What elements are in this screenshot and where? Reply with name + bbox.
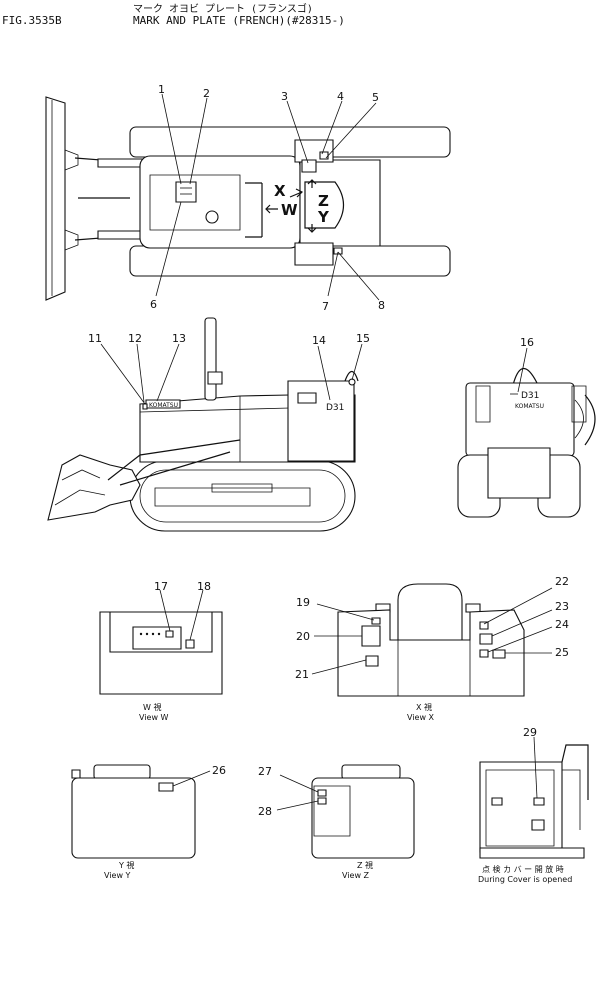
- callout-2: 2: [203, 87, 210, 100]
- view-x-caption-jp: X 視: [416, 703, 432, 712]
- seat-back: [345, 372, 358, 382]
- view-z-seat: [342, 765, 400, 779]
- callout-19: 19: [296, 596, 310, 609]
- blade: [46, 97, 65, 300]
- view-y: 26 Y 視 View Y: [72, 764, 226, 880]
- view-w-panel: [133, 627, 181, 649]
- track-right: [130, 246, 450, 276]
- callout-5: 5: [372, 91, 379, 104]
- callout-29: 29: [523, 726, 537, 739]
- callout-27: 27: [258, 765, 272, 778]
- plate-29: [532, 820, 544, 830]
- side-view: KOMATSU D31 11 12 13 14 15: [48, 318, 370, 531]
- callout-3: 3: [281, 90, 288, 103]
- view-w: 17 18 W 視 View W: [100, 580, 222, 722]
- filler-cap: [206, 211, 218, 223]
- callout-24: 24: [555, 618, 569, 631]
- view-z-label: Z: [318, 192, 329, 210]
- view-w-caption: View W: [139, 713, 169, 722]
- view-y-caption-jp: Y 視: [118, 861, 134, 870]
- view-y-label: Y: [317, 208, 330, 226]
- d31-rear-text: D31: [521, 391, 539, 401]
- view-w-caption-jp: W 視: [143, 703, 161, 712]
- komatsu-rear-text: KOMATSU: [515, 403, 544, 410]
- callout-4: 4: [337, 90, 344, 103]
- plate-1-2: [176, 182, 196, 202]
- callout-11: 11: [88, 332, 102, 345]
- view-z-body: [312, 778, 414, 858]
- d31-side-text: D31: [326, 403, 344, 413]
- callout-21: 21: [295, 668, 309, 681]
- view-w-label: W: [281, 201, 298, 219]
- plate-20: [362, 626, 380, 646]
- cover-open-view: 29 点 検 カ バ ー 開 放 時 During Cover is opene…: [478, 726, 588, 884]
- arrow-y: [308, 224, 316, 232]
- rear-seat: [513, 369, 538, 386]
- callout-8: 8: [378, 299, 385, 312]
- callout-25: 25: [555, 646, 569, 659]
- callout-20: 20: [296, 630, 310, 643]
- callout-18: 18: [197, 580, 211, 593]
- exhaust-pipe: [205, 318, 216, 400]
- rear-view: D31 KOMATSU 16: [458, 336, 595, 517]
- view-x-label: X: [274, 182, 286, 200]
- callout-14: 14: [312, 334, 326, 347]
- callout-22: 22: [555, 575, 569, 588]
- fender-right: [295, 243, 333, 265]
- view-z-caption-jp: Z 視: [357, 861, 373, 870]
- view-x-seat: [398, 584, 462, 640]
- callout-23: 23: [555, 600, 569, 613]
- view-x: 19 20 21 22 23 24 25 X 視 View X: [295, 575, 569, 722]
- view-x-body: [338, 610, 524, 696]
- callout-17: 17: [154, 580, 168, 593]
- track-left: [130, 127, 450, 157]
- callout-1: 1: [158, 83, 165, 96]
- figure-number: FIG.3535B: [2, 14, 62, 27]
- callout-13: 13: [172, 332, 186, 345]
- view-y-caption: View Y: [104, 871, 131, 880]
- callout-28: 28: [258, 805, 272, 818]
- callout-15: 15: [356, 332, 370, 345]
- komatsu-side-text: KOMATSU: [149, 402, 178, 409]
- view-y-body: [72, 778, 195, 858]
- rear-lamp: [585, 395, 595, 445]
- side-blade: [48, 455, 140, 520]
- title-english: MARK AND PLATE (FRENCH)(#28315-): [133, 14, 345, 27]
- seat: [305, 182, 344, 228]
- cover-rops: [562, 745, 588, 800]
- arrow-x: [290, 189, 302, 197]
- arrow-w: [266, 205, 278, 213]
- callout-12: 12: [128, 332, 142, 345]
- callout-16: 16: [520, 336, 534, 349]
- callout-7: 7: [322, 300, 329, 313]
- engine-hood: [140, 156, 300, 248]
- operator-area: [300, 160, 380, 246]
- rear-body: [466, 383, 574, 456]
- cover-caption-jp: 点 検 カ バ ー 開 放 時: [482, 864, 564, 874]
- view-x-caption: View X: [407, 713, 435, 722]
- view-z-caption: View Z: [342, 871, 370, 880]
- callout-6: 6: [150, 298, 157, 311]
- cover-body: [480, 762, 562, 852]
- view-z: 27 28 Z 視 View Z: [258, 765, 414, 880]
- view-y-seat: [94, 765, 150, 779]
- callout-26: 26: [212, 764, 226, 777]
- arrow-z: [308, 180, 316, 188]
- title-japanese: マーク オヨビ プレート (フランスゴ): [133, 4, 313, 15]
- top-view: X W Z Y 1 2 3 4 5 6 7 8: [46, 83, 450, 313]
- cover-caption: During Cover is opened: [478, 875, 572, 884]
- plate-26: [159, 783, 173, 791]
- rear-frame: [488, 448, 550, 498]
